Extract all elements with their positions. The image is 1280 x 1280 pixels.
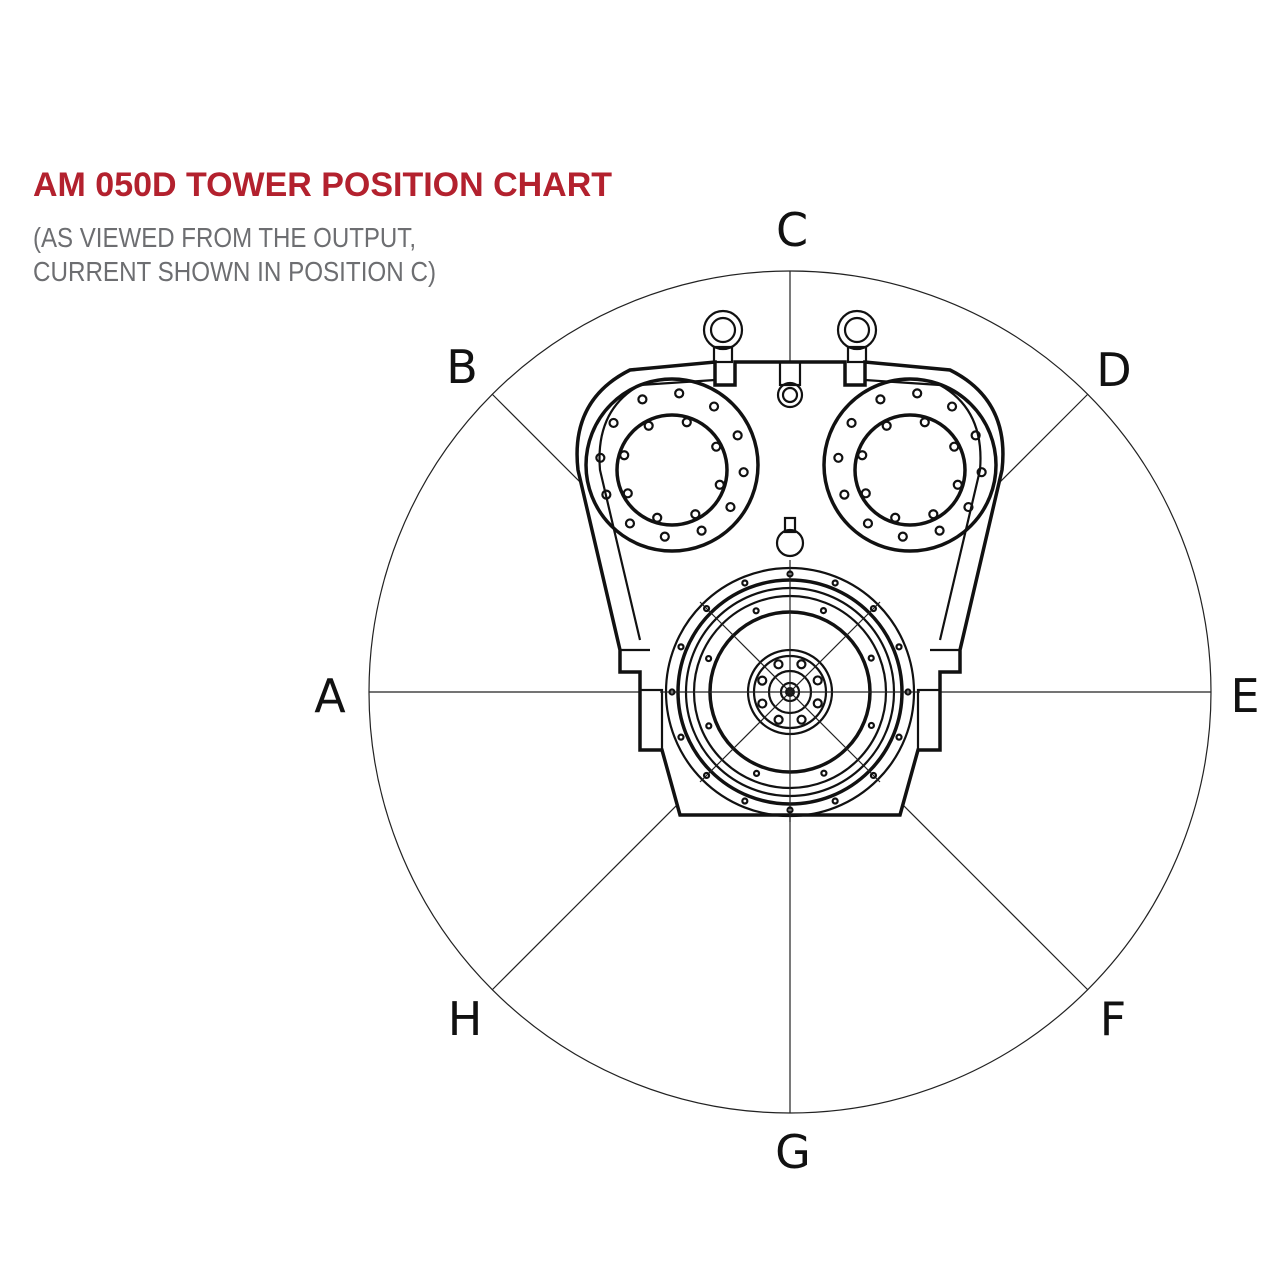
bolt-hole — [946, 401, 958, 412]
bolt-hole — [895, 733, 903, 741]
bolt-hole — [752, 607, 760, 615]
bolt-hole — [773, 714, 784, 725]
bolt-hole — [619, 450, 630, 461]
bolt-hole — [912, 388, 923, 399]
bolt-hole — [677, 733, 685, 741]
bolt-hole — [904, 688, 912, 696]
bolt-hole — [949, 441, 960, 452]
bolt-hole — [601, 489, 612, 500]
bolt-hole — [696, 525, 707, 536]
bolt-hole — [608, 417, 619, 429]
bolt-hole — [928, 509, 939, 520]
bolt-hole — [812, 698, 823, 709]
bolt-hole — [622, 488, 633, 499]
bolt-hole — [652, 512, 663, 523]
bolt-hole — [643, 420, 654, 431]
position-label-e: E — [1230, 669, 1259, 723]
bolt-hole — [875, 394, 886, 405]
bolt-hole — [595, 452, 606, 463]
position-label-h: H — [448, 992, 483, 1046]
bolt-hole — [741, 579, 749, 587]
bolt-hole — [732, 430, 743, 441]
bolt-hole — [705, 722, 713, 730]
bolt-hole — [786, 806, 794, 814]
bolt-hole — [890, 512, 901, 523]
bolt-hole — [757, 698, 768, 709]
bolt-hole — [970, 430, 981, 441]
bolt-hole — [681, 417, 692, 428]
lifting-eye-right — [836, 309, 878, 351]
bolt-hole — [786, 570, 794, 578]
bolt-hole — [895, 643, 903, 651]
bolt-hole — [869, 604, 878, 613]
position-label-d: D — [1096, 343, 1131, 397]
bolt-hole — [860, 488, 871, 499]
bolt-hole — [976, 467, 987, 478]
bolt-hole — [820, 769, 828, 777]
tower-flange-right — [822, 377, 998, 553]
bolt-hole — [711, 441, 722, 452]
bolt-hole — [690, 509, 701, 520]
bolt-hole — [796, 659, 807, 670]
bolt-hole — [708, 401, 720, 412]
bolt-hole — [637, 394, 648, 405]
bolt-hole — [725, 501, 736, 513]
bolt-hole — [831, 797, 839, 805]
bolt-hole — [702, 604, 711, 613]
lifting-eye-left — [702, 309, 744, 351]
bolt-hole — [881, 420, 892, 431]
bolt-hole — [659, 531, 670, 542]
bolt-hole — [773, 659, 784, 670]
subtitle-line-1: (AS VIEWED FROM THE OUTPUT, — [33, 222, 416, 253]
bolt-hole — [624, 518, 636, 529]
position-label-b: B — [446, 340, 478, 394]
bolt-hole — [919, 417, 930, 428]
chart-title: AM 050D TOWER POSITION CHART — [33, 166, 612, 204]
bolt-hole — [674, 388, 685, 399]
bolt-hole — [702, 771, 711, 780]
tower-flange-left — [584, 377, 760, 553]
position-label-f: F — [1100, 992, 1126, 1046]
bolt-hole — [705, 654, 713, 663]
bolt-hole — [934, 525, 945, 536]
bolt-hole — [714, 479, 725, 490]
bolt-hole — [831, 579, 839, 587]
bolt-hole — [738, 467, 749, 478]
bolt-hole — [752, 769, 761, 777]
bolt-hole — [757, 675, 768, 686]
gearbox-drawing — [575, 309, 1005, 822]
bolt-hole — [812, 675, 823, 686]
position-label-g: G — [775, 1125, 811, 1179]
bolt-hole — [677, 643, 685, 651]
subtitle-line-2: CURRENT SHOWN IN POSITION C) — [33, 256, 436, 287]
position-label-c: C — [776, 203, 808, 257]
bolt-hole — [668, 688, 676, 696]
bolt-hole — [862, 518, 874, 529]
bolt-hole — [839, 489, 850, 500]
bolt-hole — [963, 501, 974, 513]
bolt-hole — [846, 417, 857, 429]
bolt-hole — [867, 721, 875, 730]
bolt-hole — [897, 531, 908, 542]
bolt-hole — [869, 771, 878, 780]
bolt-hole — [867, 654, 875, 662]
position-label-a: A — [314, 669, 346, 723]
bolt-hole — [741, 797, 749, 805]
bolt-hole — [796, 714, 807, 725]
bolt-hole — [952, 479, 963, 490]
bolt-hole — [833, 452, 844, 463]
bolt-hole — [857, 450, 868, 461]
bolt-hole — [819, 607, 828, 615]
breather-icon — [775, 528, 805, 558]
